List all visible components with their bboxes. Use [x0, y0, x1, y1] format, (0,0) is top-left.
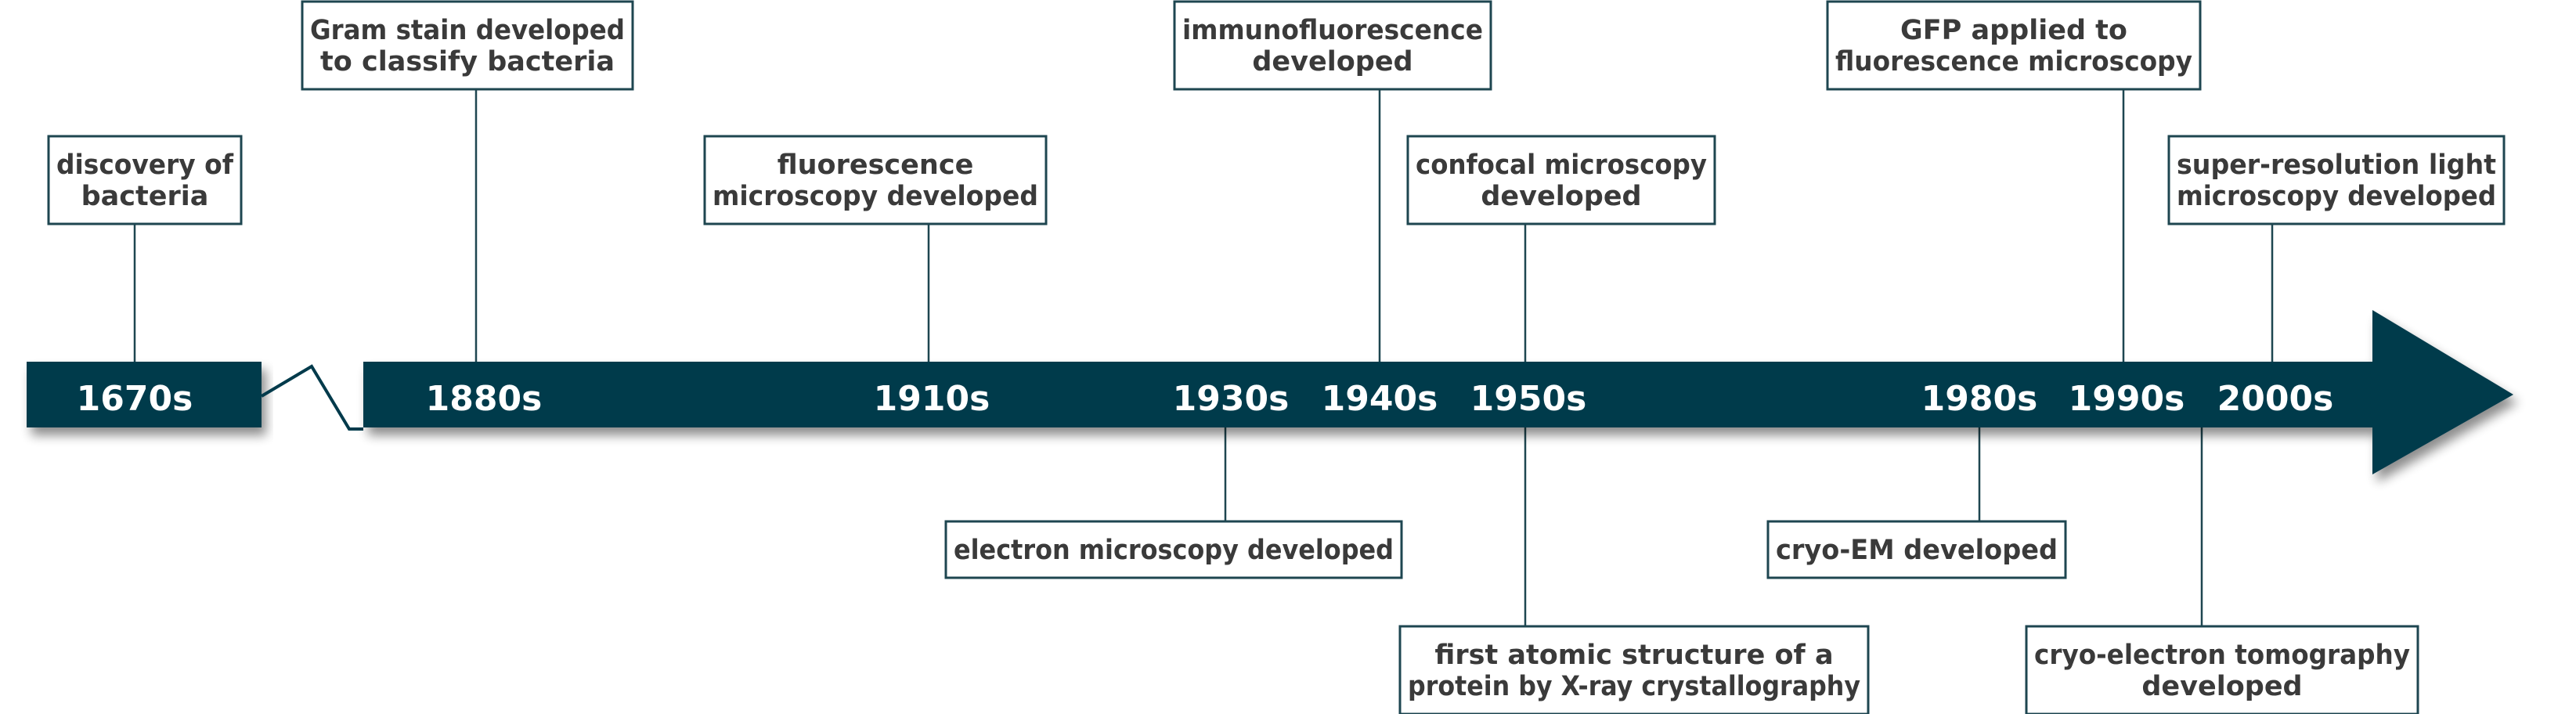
timeline-break-mark — [260, 364, 363, 431]
event-label: developed — [1481, 181, 1641, 212]
event-label: fluorescence microscopy — [1835, 46, 2192, 78]
decade-label-2000s: 2000s — [2217, 379, 2334, 419]
event-label: discovery of — [56, 150, 234, 181]
event-label: protein by X-ray crystallography — [1408, 671, 1860, 702]
event-label: developed — [1252, 46, 1412, 78]
event-box-frame — [703, 135, 1048, 225]
decade-label-1990s: 1990s — [2069, 379, 2185, 419]
event-label: GFP applied to — [1900, 15, 2127, 46]
event-label: confocal microscopy — [1416, 150, 1707, 181]
event-label: to classify bacteria — [320, 46, 615, 78]
decade-label-1940s: 1940s — [1322, 379, 1438, 419]
decade-label-1980s: 1980s — [1921, 379, 2038, 419]
timeline-bar — [27, 310, 2513, 474]
event-label: developed — [2141, 671, 2302, 702]
event-label: cryo-EM developed — [1776, 535, 2058, 566]
event-label: immunofluorescence — [1182, 15, 1483, 46]
decade-label-1930s: 1930s — [1173, 379, 1290, 419]
event-label: cryo-electron tomography — [2034, 640, 2410, 671]
timeline-arrow — [363, 310, 2513, 474]
event-box-frame — [1826, 0, 2202, 91]
event-box-frame — [47, 135, 243, 225]
event-box-frame — [1766, 520, 2067, 579]
decade-label-1670s: 1670s — [77, 379, 193, 419]
event-box-frame — [2025, 625, 2419, 714]
event-box-frame — [944, 520, 1403, 579]
event-box-frame — [1398, 625, 1870, 714]
event-label: fluorescence — [777, 150, 974, 181]
event-label: electron microscopy developed — [954, 535, 1394, 566]
event-label: microscopy developed — [713, 181, 1038, 212]
decade-label-1950s: 1950s — [1470, 379, 1587, 419]
connector-lines — [133, 89, 2274, 626]
event-box: electron microscopy developed — [944, 520, 1403, 579]
event-box-frame — [301, 0, 634, 91]
event-box-frame — [1406, 135, 1716, 225]
decade-labels: 1670s 1880s 1910s 1930s 1940s 1950s 1980s 1990s… — [77, 379, 2334, 419]
decade-label-1880s: 1880s — [426, 379, 543, 419]
event-label: first atomic structure of a — [1434, 640, 1833, 671]
event-box-frame — [2167, 135, 2506, 225]
decade-label-1910s: 1910s — [874, 379, 990, 419]
event-label: super-resolution light — [2177, 150, 2496, 181]
event-label: microscopy developed — [2177, 181, 2496, 212]
event-box: cryo-EM developed — [1766, 520, 2067, 579]
event-box-frame — [1173, 0, 1492, 91]
event-label: Gram stain developed — [310, 15, 625, 46]
timeline-bar-start-segment — [27, 362, 262, 427]
event-label: bacteria — [81, 181, 209, 212]
